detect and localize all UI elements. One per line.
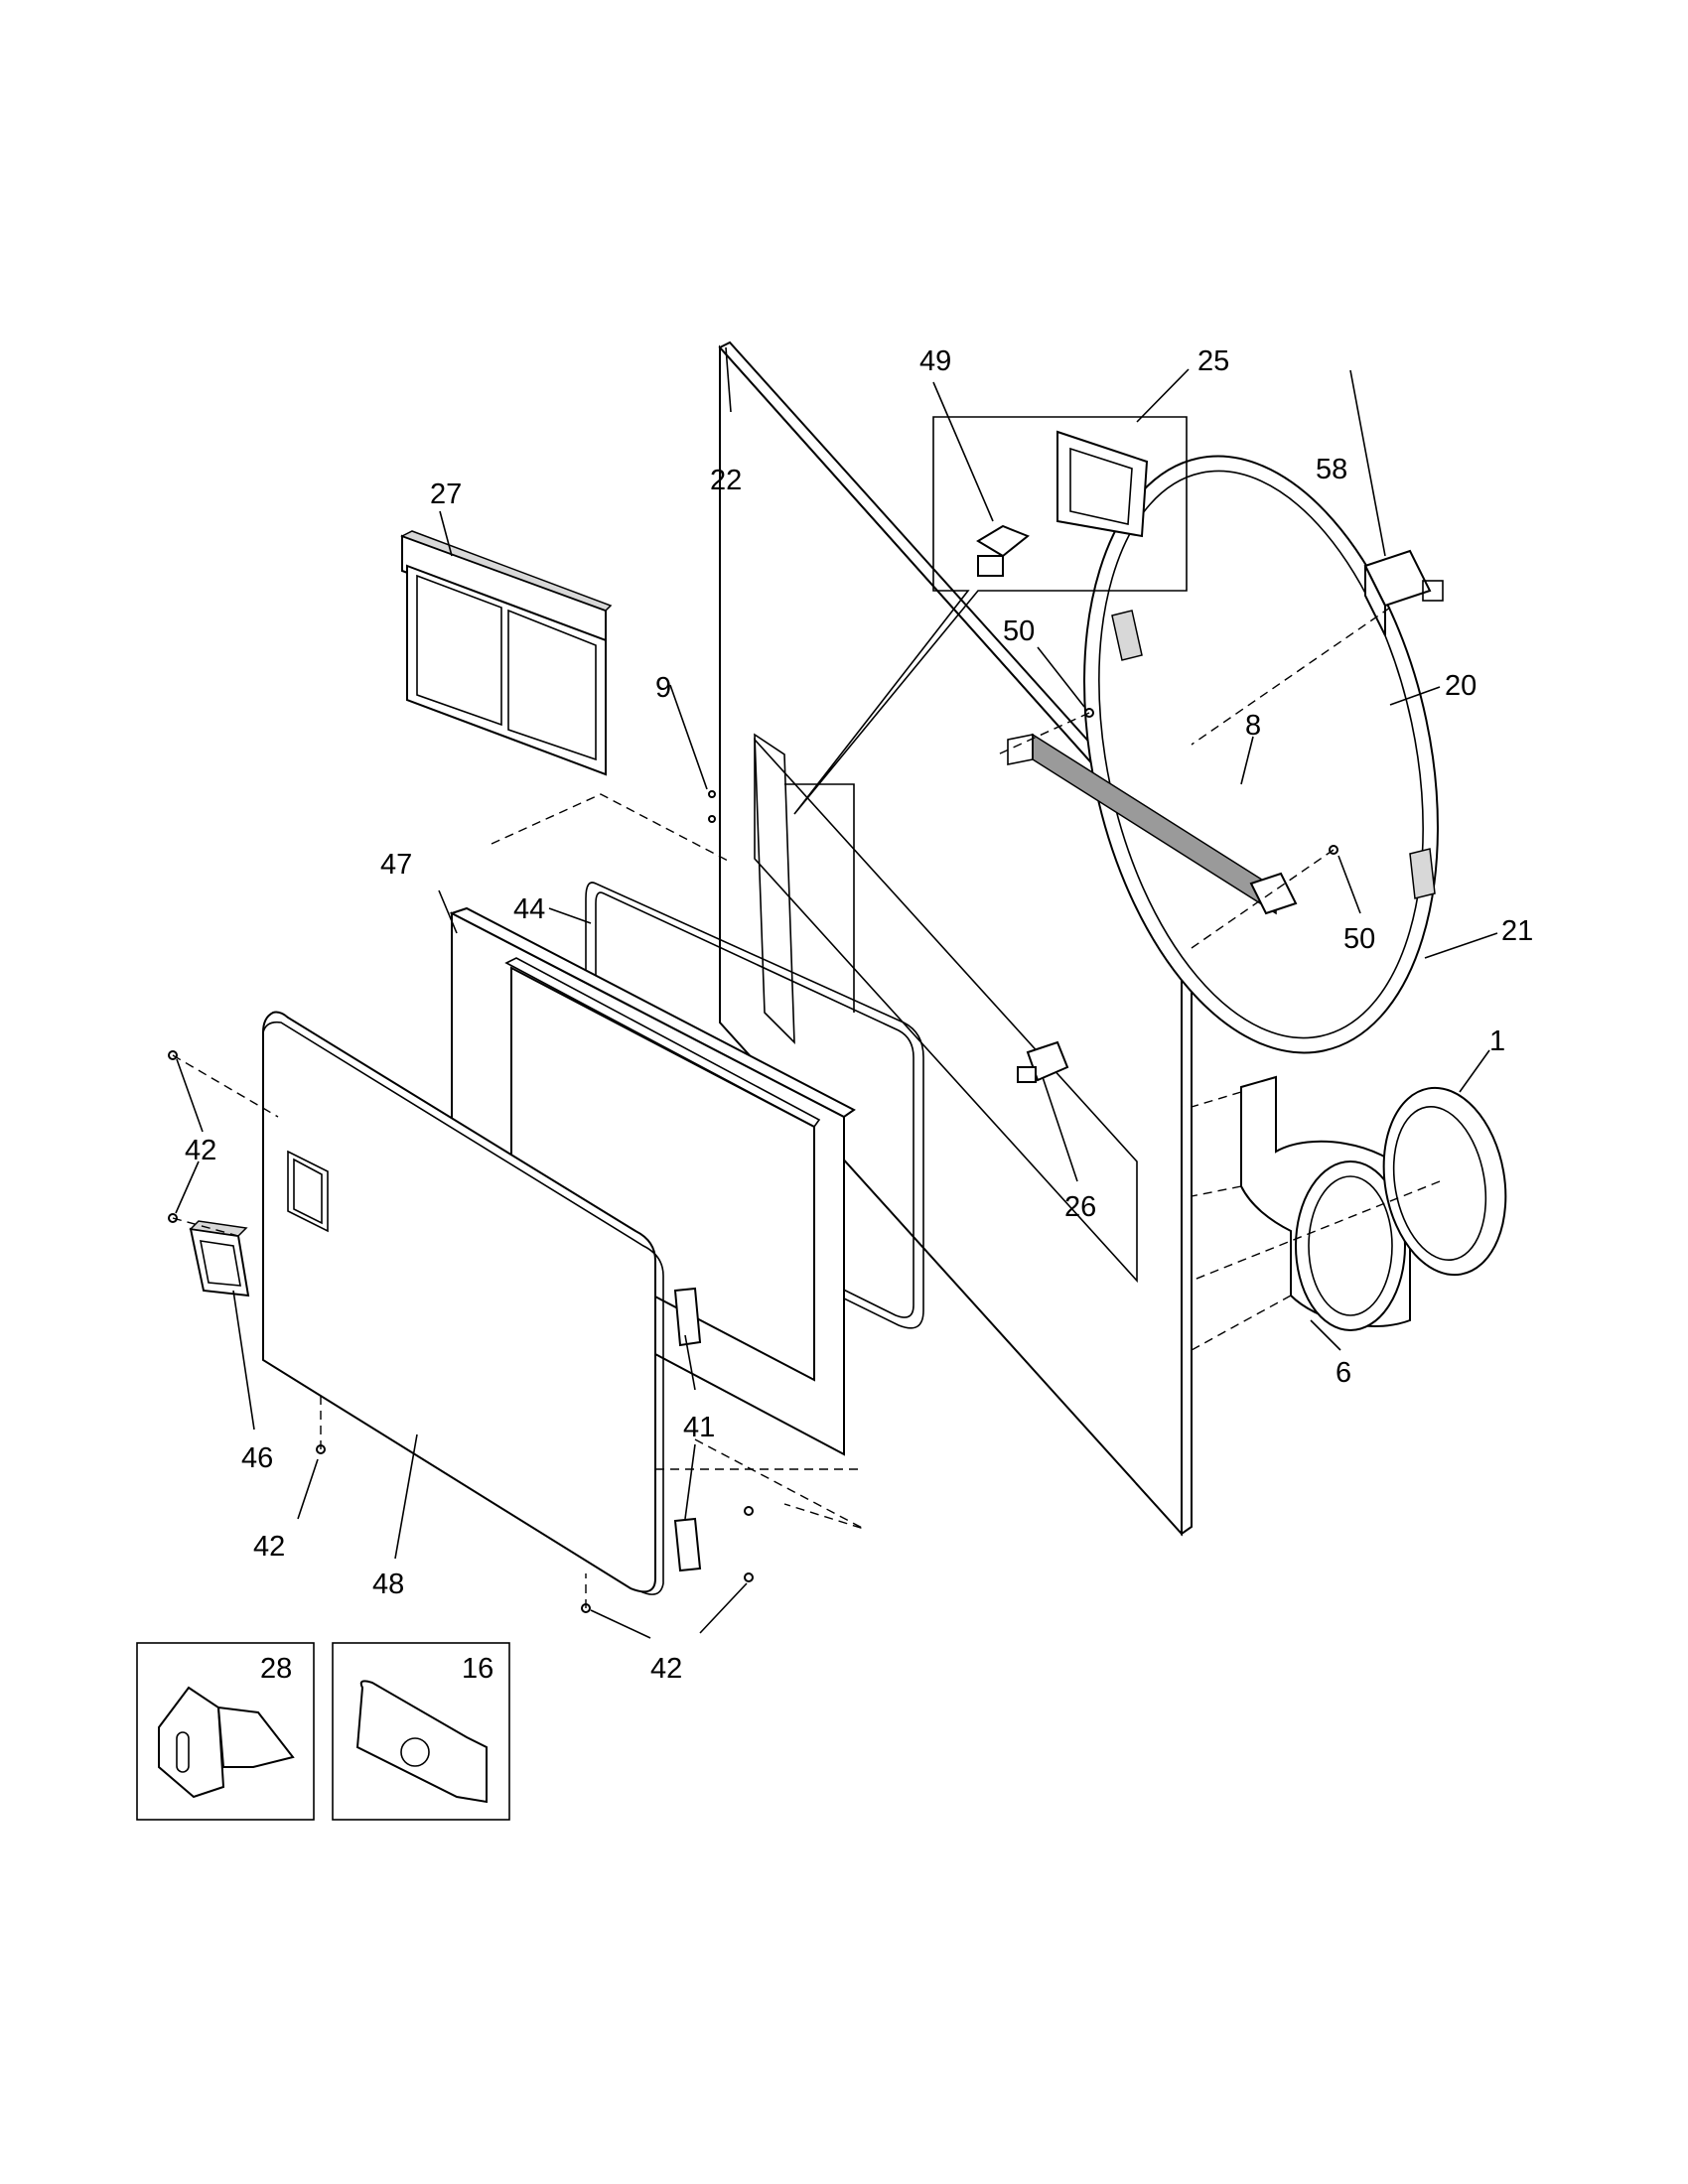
callout-25: 25 — [1197, 345, 1229, 377]
door-switch-part-26 — [1017, 1040, 1069, 1083]
callout-28: 28 — [260, 1653, 292, 1685]
callout-27: 27 — [430, 478, 462, 510]
lint-filter-part-27 — [400, 530, 613, 776]
callout-9: 9 — [655, 672, 671, 704]
callout-46: 46 — [241, 1442, 273, 1474]
front-panel-part-22 — [718, 341, 1194, 1537]
callout-labels: 27 22 9 47 44 49 25 58 50 20 8 50 21 1 2… — [185, 345, 1533, 1685]
inner-door-part-47 — [449, 906, 856, 1456]
lint-screen-part-8 — [1007, 733, 1298, 915]
callout-42-left: 42 — [185, 1135, 216, 1166]
connector-part-58 — [1363, 549, 1444, 636]
door-handle-part-46 — [189, 1220, 250, 1297]
callout-26: 26 — [1064, 1191, 1096, 1223]
screws — [168, 708, 1338, 1613]
callout-41: 41 — [683, 1412, 715, 1443]
callout-58: 58 — [1316, 454, 1347, 485]
callout-50-bottom: 50 — [1343, 923, 1375, 955]
inset-box-part-16 — [332, 1642, 510, 1821]
exhaust-duct-part-6 — [1240, 1075, 1411, 1331]
callout-20: 20 — [1445, 670, 1477, 702]
callout-16: 16 — [462, 1653, 493, 1685]
callout-50-top: 50 — [1003, 615, 1035, 647]
inset-box-part-49-25 — [793, 416, 1188, 815]
callout-1: 1 — [1489, 1025, 1505, 1057]
callout-21: 21 — [1501, 915, 1533, 947]
outer-door-part-48 — [262, 1011, 664, 1595]
ring-part-1 — [1382, 1086, 1507, 1277]
inset-box-part-28 — [136, 1642, 315, 1821]
callout-42-bottom-left: 42 — [253, 1531, 285, 1563]
leader-lines — [175, 346, 1498, 1639]
callout-49: 49 — [919, 345, 951, 377]
callout-47: 47 — [380, 849, 412, 881]
callout-48: 48 — [372, 1569, 404, 1600]
hinge-part-41 — [673, 1287, 702, 1572]
drum-seal-part-20-21 — [1083, 455, 1439, 1054]
assembly-lines — [172, 607, 1441, 1608]
callout-22: 22 — [710, 465, 742, 496]
callout-6: 6 — [1336, 1357, 1351, 1389]
callout-44: 44 — [513, 893, 545, 925]
callout-8: 8 — [1245, 710, 1261, 742]
gasket-part-44 — [585, 882, 924, 1329]
callout-42-bottom: 42 — [650, 1653, 682, 1685]
